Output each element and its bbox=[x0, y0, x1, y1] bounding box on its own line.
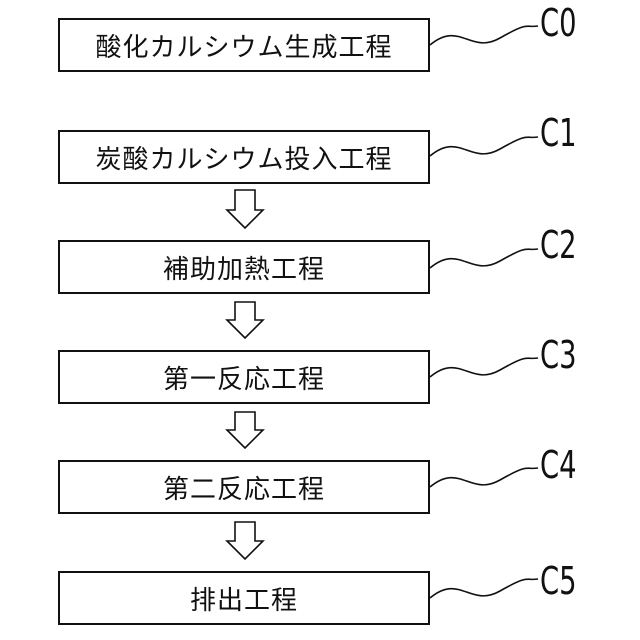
step-code-c2: C2 bbox=[540, 226, 577, 264]
step-box-c0: 酸化カルシウム生成工程 bbox=[58, 18, 430, 72]
leader-line-c2 bbox=[430, 249, 538, 268]
step-code-c4: C4 bbox=[540, 446, 577, 484]
arrow-down-icon bbox=[227, 412, 263, 448]
arrow-down-icon bbox=[227, 522, 263, 559]
leader-line-c5 bbox=[430, 579, 538, 598]
step-label: 補助加熱工程 bbox=[163, 249, 325, 286]
step-box-c4: 第二反応工程 bbox=[58, 460, 430, 514]
step-label: 酸化カルシウム生成工程 bbox=[95, 27, 392, 64]
leader-line-c1 bbox=[430, 137, 538, 156]
step-label: 第二反応工程 bbox=[163, 469, 325, 506]
leader-line-c0 bbox=[430, 26, 538, 45]
step-box-c2: 補助加熱工程 bbox=[58, 240, 430, 294]
arrow-down-icon bbox=[227, 302, 263, 338]
step-label: 第一反応工程 bbox=[163, 359, 325, 396]
leader-line-c4 bbox=[430, 468, 538, 487]
step-label: 排出工程 bbox=[190, 580, 298, 617]
step-box-c3: 第一反応工程 bbox=[58, 350, 430, 404]
arrow-down-icon bbox=[227, 190, 263, 228]
step-box-c1: 炭酸カルシウム投入工程 bbox=[58, 130, 430, 184]
step-label: 炭酸カルシウム投入工程 bbox=[95, 139, 392, 176]
step-code-c0: C0 bbox=[540, 4, 577, 42]
leader-line-c3 bbox=[430, 358, 538, 377]
step-code-c1: C1 bbox=[540, 114, 577, 152]
step-code-c3: C3 bbox=[540, 336, 577, 374]
step-code-c5: C5 bbox=[540, 562, 577, 600]
step-box-c5: 排出工程 bbox=[58, 571, 430, 625]
